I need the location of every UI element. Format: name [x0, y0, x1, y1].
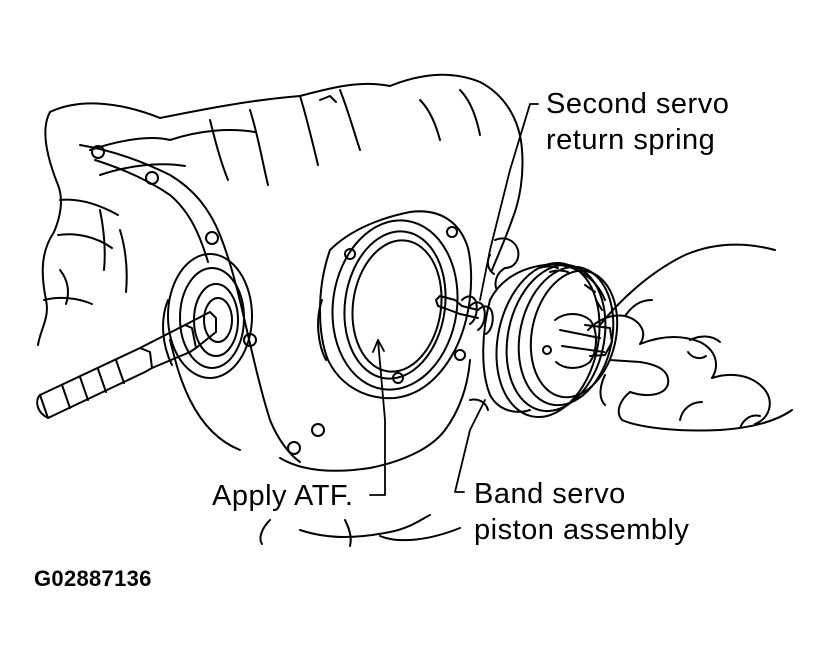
figure-id: G02887136: [34, 566, 152, 591]
label-line: Second servo: [546, 88, 730, 120]
band-servo-piston-assembly-label: Band servo piston assembly: [474, 476, 689, 548]
leader-spring: [480, 104, 538, 300]
label-line: Band servo: [474, 478, 626, 510]
leader-lines: [370, 104, 538, 495]
hand: [588, 245, 792, 431]
label-line: piston assembly: [474, 514, 690, 546]
leader-piston: [455, 400, 485, 492]
label-line: return spring: [546, 124, 716, 156]
leader-atf: [370, 340, 385, 495]
apply-atf-label: Apply ATF.: [212, 480, 354, 512]
band-servo-piston: [436, 253, 628, 426]
second-servo-return-spring-label: Second servo return spring: [546, 86, 729, 158]
servo-bore-flange: [318, 211, 471, 398]
output-shaft: [37, 312, 216, 418]
